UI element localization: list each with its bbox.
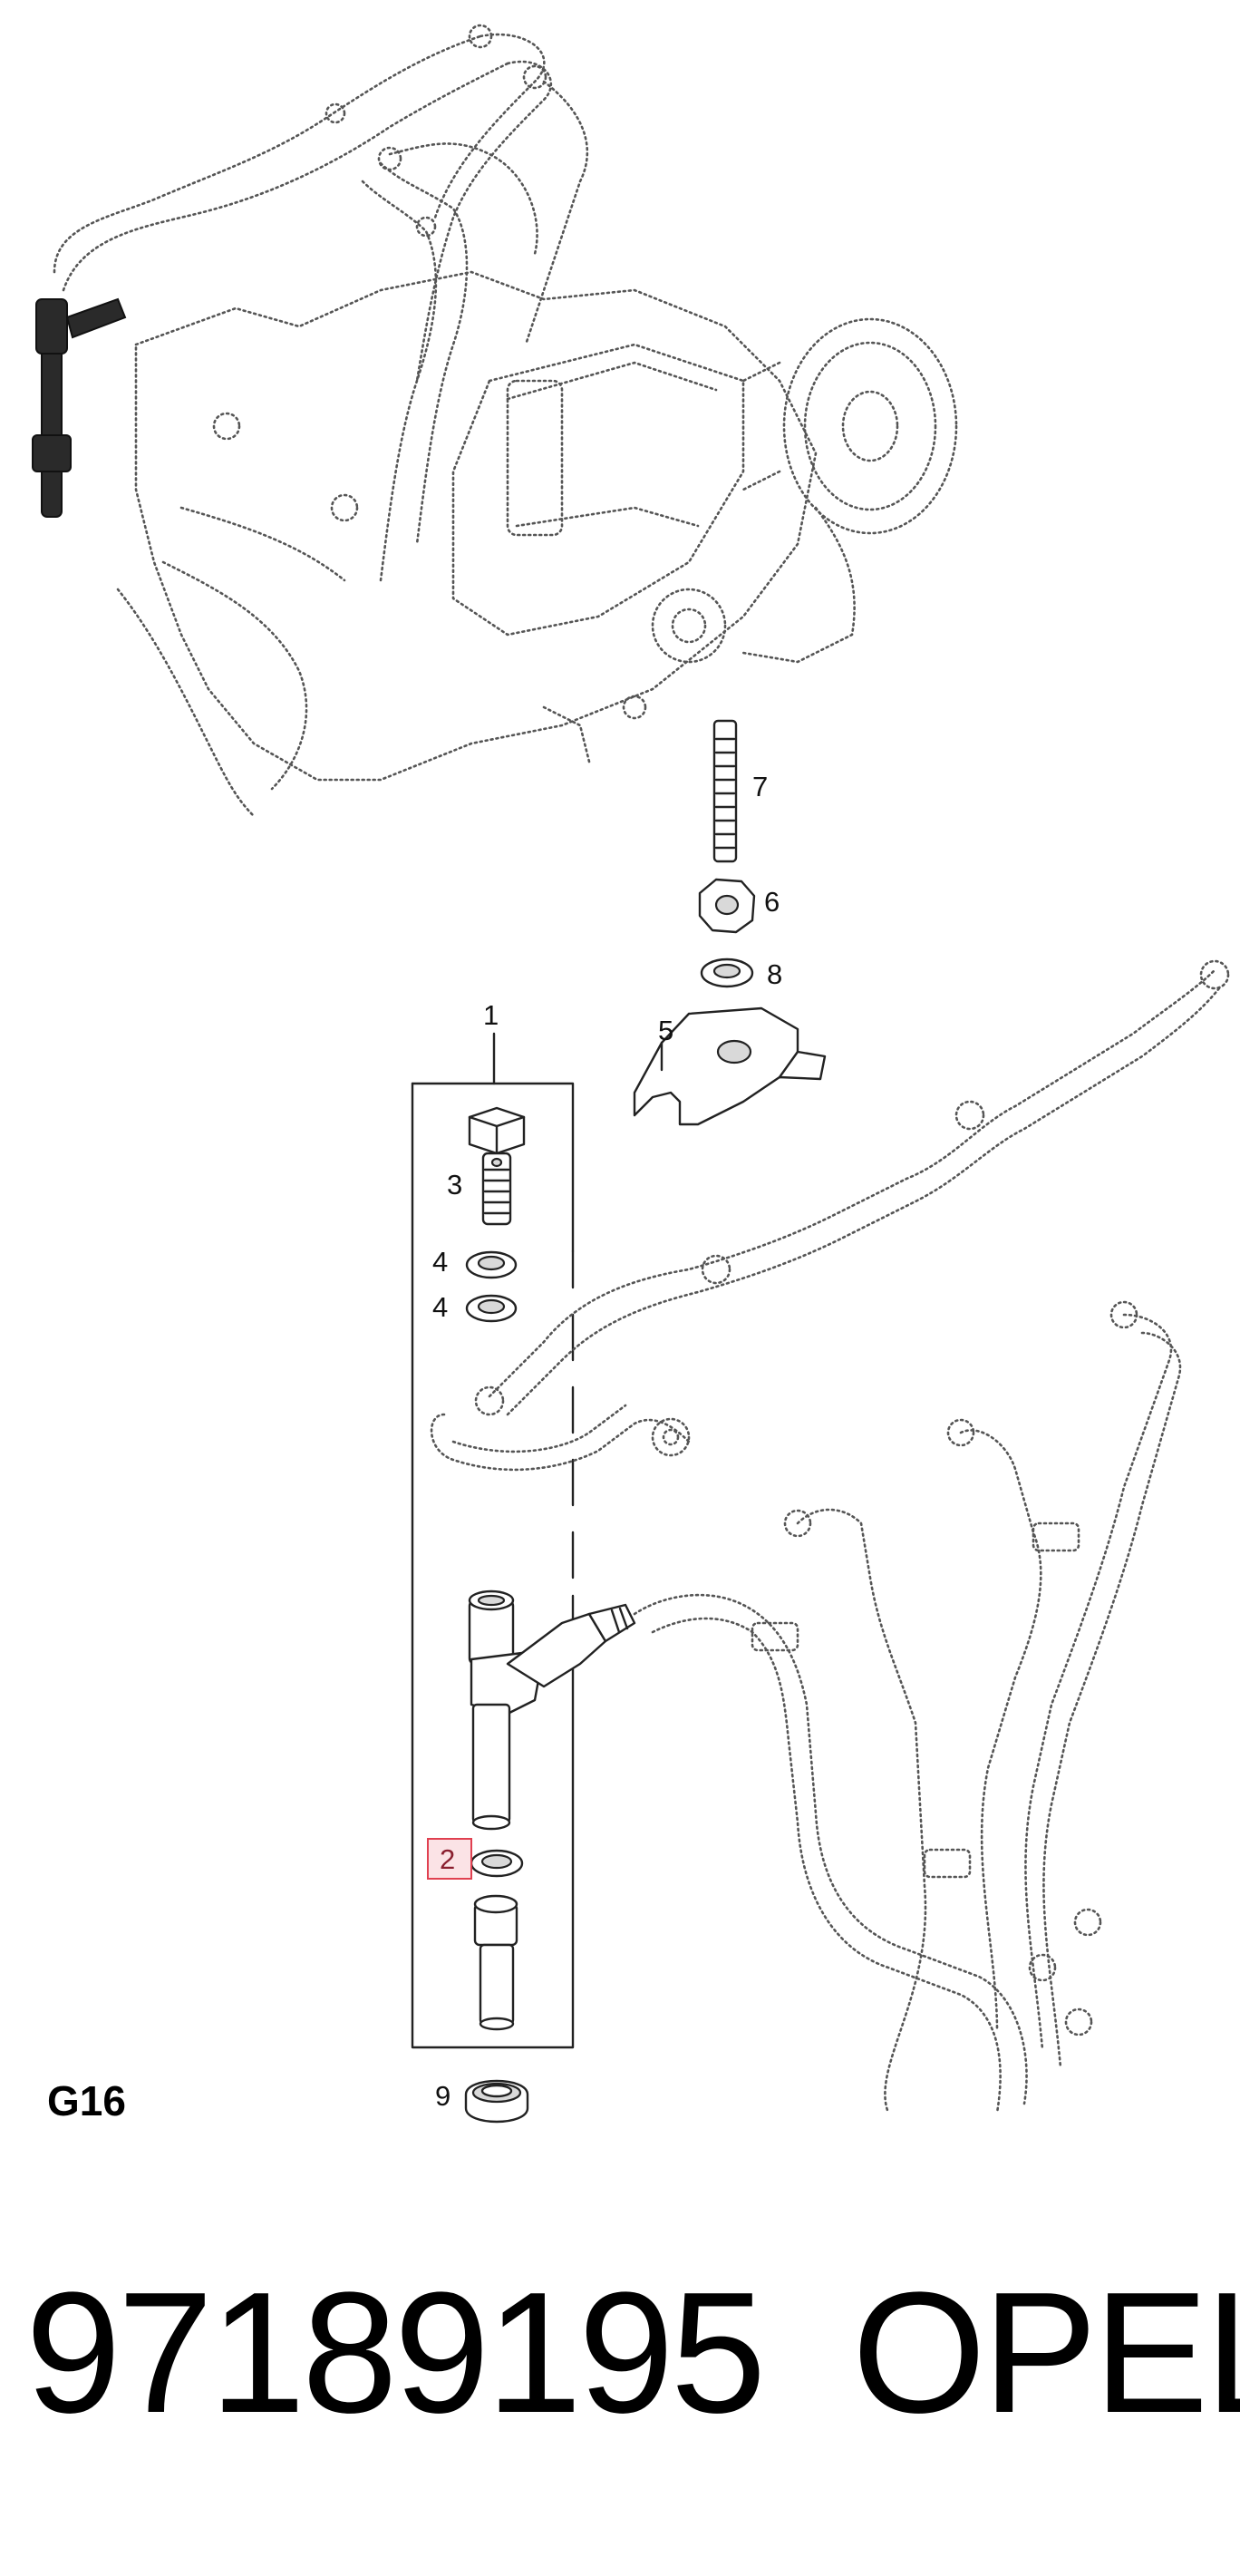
grommet <box>464 2079 529 2124</box>
sealing-washer-upper <box>465 1250 518 1279</box>
callout-labels: 1 2 3 4 4 5 6 7 8 9 G16 <box>47 771 782 2124</box>
injection-pump-assembly-illustration <box>32 24 958 818</box>
group-code: G16 <box>47 2077 126 2124</box>
injector-kit-frame <box>411 1032 575 2049</box>
washer <box>700 957 754 988</box>
pump-gear-illustration <box>741 317 958 535</box>
callout-4-upper: 4 <box>432 1246 448 1278</box>
injector-body <box>468 1589 636 1831</box>
callout-4-lower: 4 <box>432 1291 448 1323</box>
nozzle-holder <box>473 1894 518 2031</box>
callout-6: 6 <box>764 886 780 918</box>
brand-name: OPEL <box>852 2257 1240 2449</box>
fuel-pipe-set-illustration <box>430 959 1230 2114</box>
banjo-bolt <box>468 1106 526 1226</box>
sealing-washer-lower <box>465 1294 518 1323</box>
part-number: 97189195 <box>25 2257 766 2449</box>
callout-3: 3 <box>447 1169 462 1201</box>
seal-ring <box>470 1849 524 1878</box>
stud <box>712 719 738 863</box>
callout-8: 8 <box>767 958 782 990</box>
callout-2-highlight-box <box>427 1838 472 1880</box>
callout-2[interactable]: 2 <box>440 1843 455 1875</box>
callout-5: 5 <box>658 1015 673 1046</box>
callout-9: 9 <box>435 2080 450 2112</box>
hex-nut <box>698 878 756 934</box>
callout-1: 1 <box>483 999 499 1031</box>
part-footer: 97189195 OPEL <box>0 2267 1240 2439</box>
clamp <box>633 1006 827 1126</box>
callout-7: 7 <box>752 771 768 802</box>
